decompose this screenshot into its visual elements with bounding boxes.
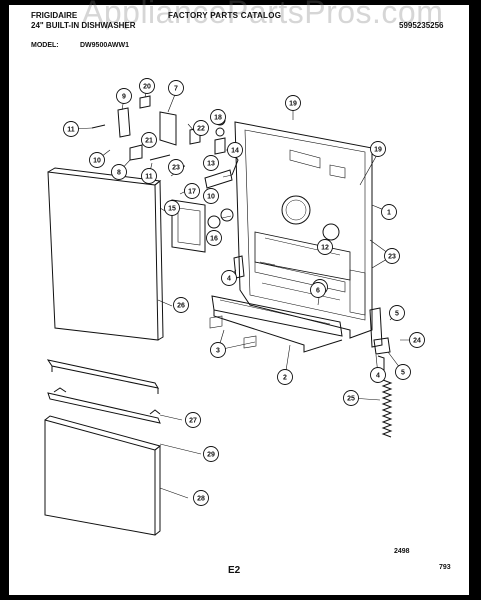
callout-label-7: 7 — [174, 86, 178, 93]
inner-door-liner — [234, 121, 373, 339]
callout-label-14: 14 — [231, 148, 239, 155]
callout-label-25: 25 — [347, 396, 355, 403]
callout-circle — [168, 80, 184, 96]
callout-label-22: 22 — [197, 126, 205, 133]
callout-circle — [384, 248, 400, 264]
drawing-number: 2498 — [394, 548, 410, 555]
callout-circle — [409, 332, 425, 348]
lower-access-panel — [44, 419, 156, 536]
callout-circle — [193, 490, 209, 506]
callout-circle — [116, 88, 132, 104]
callout-label-19: 19 — [374, 147, 382, 154]
callout-label-20: 20 — [143, 84, 151, 91]
callout-circle — [381, 204, 397, 220]
callout-label-24: 24 — [413, 338, 421, 345]
callout-circle — [193, 120, 209, 136]
callout-label-4: 4 — [376, 373, 380, 380]
callout-label-9: 9 — [122, 94, 126, 101]
callout-label-16: 16 — [210, 236, 218, 243]
outer-door-panel — [47, 171, 159, 341]
callout-circle — [285, 95, 301, 111]
vent-strip — [211, 295, 343, 337]
model-label: MODEL: — [31, 42, 59, 49]
watermark: AppliancePartsPros.com — [82, 0, 444, 30]
product-subtitle: 24" BUILT-IN DISHWASHER — [31, 21, 136, 30]
callout-circle — [203, 446, 219, 462]
callout-label-29: 29 — [207, 452, 215, 459]
callout-circle — [185, 412, 201, 428]
callout-circle — [310, 282, 326, 298]
callout-circle — [111, 164, 127, 180]
date-code: 793 — [439, 564, 451, 571]
callout-circle — [221, 270, 237, 286]
callout-label-11: 11 — [67, 127, 75, 134]
callout-circle — [227, 142, 243, 158]
callout-label-23: 23 — [388, 254, 396, 261]
callout-circle — [89, 152, 105, 168]
catalog-number: 5995235256 — [399, 21, 444, 30]
callout-label-27: 27 — [189, 418, 197, 425]
callout-circle — [168, 159, 184, 175]
callout-circle — [370, 141, 386, 157]
callout-circle — [395, 364, 411, 380]
model-value: DW9500AWW1 — [80, 42, 130, 49]
callout-circle — [203, 155, 219, 171]
callout-label-21: 21 — [145, 138, 153, 145]
callout-circle — [370, 367, 386, 383]
callout-label-4: 4 — [227, 276, 231, 283]
callout-circle — [141, 168, 157, 184]
page-code: E2 — [228, 565, 241, 576]
callout-label-23: 23 — [172, 165, 180, 172]
callout-circle — [139, 78, 155, 94]
callout-circle — [63, 121, 79, 137]
callout-circle — [173, 297, 189, 313]
diagram-sheet — [9, 5, 469, 595]
trim-strip — [46, 359, 160, 389]
callout-label-11: 11 — [145, 174, 153, 181]
callout-label-6: 6 — [316, 288, 320, 295]
callout-label-26: 26 — [177, 303, 185, 310]
callout-circle — [317, 239, 333, 255]
callout-circle — [343, 390, 359, 406]
section-title: FACTORY PARTS CATALOG — [168, 11, 282, 20]
callout-label-1: 1 — [387, 210, 391, 217]
callout-label-19: 19 — [289, 101, 297, 108]
callout-circle — [210, 342, 226, 358]
detergent-dispenser — [171, 199, 206, 253]
callout-label-5: 5 — [395, 311, 399, 318]
callout-circle — [203, 188, 219, 204]
callout-label-17: 17 — [188, 189, 196, 196]
callout-circle — [141, 132, 157, 148]
callout-label-13: 13 — [207, 161, 215, 168]
callout-label-10: 10 — [93, 158, 101, 165]
brand-name: FRIGIDAIRE — [31, 11, 78, 20]
callout-circle — [206, 230, 222, 246]
callout-circle — [210, 109, 226, 125]
callout-label-3: 3 — [216, 348, 220, 355]
callout-label-8: 8 — [117, 170, 121, 177]
callout-label-28: 28 — [197, 496, 205, 503]
callout-circle — [389, 305, 405, 321]
callout-label-10: 10 — [207, 194, 215, 201]
callout-label-2: 2 — [283, 375, 287, 382]
callout-circle — [164, 200, 180, 216]
callout-label-15: 15 — [168, 206, 176, 213]
callout-label-18: 18 — [214, 115, 222, 122]
callout-label-5: 5 — [401, 370, 405, 377]
callout-circle — [277, 369, 293, 385]
callout-label-12: 12 — [321, 245, 329, 252]
callout-circle — [184, 183, 200, 199]
